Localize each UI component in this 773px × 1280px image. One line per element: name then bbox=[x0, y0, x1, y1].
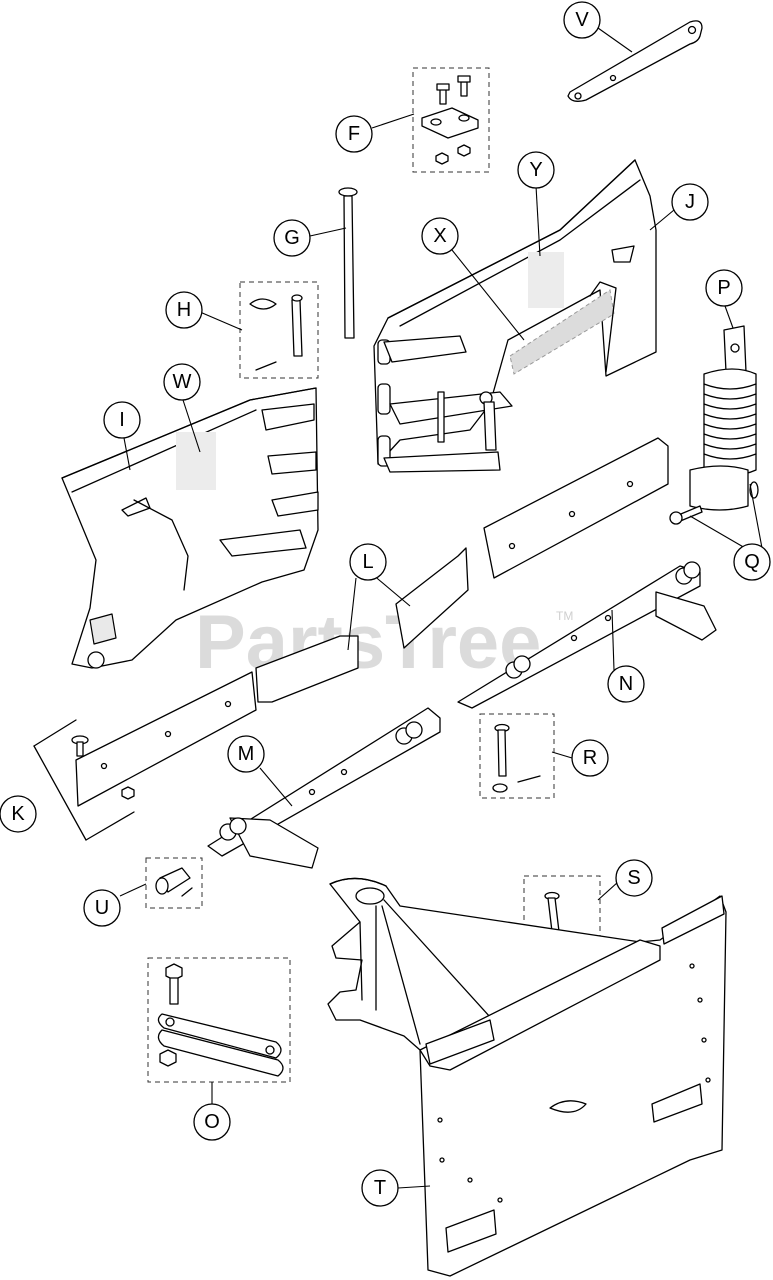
callout-u[interactable]: U bbox=[83, 889, 121, 927]
callout-w[interactable]: W bbox=[163, 363, 201, 401]
callout-label: S bbox=[627, 867, 640, 889]
callout-n[interactable]: N bbox=[607, 665, 645, 703]
callout-k[interactable]: K bbox=[0, 795, 37, 833]
callout-i[interactable]: I bbox=[103, 401, 141, 439]
part-v-link-bar[interactable] bbox=[567, 20, 703, 102]
part-f-hardware-kit[interactable] bbox=[412, 67, 490, 173]
callout-leaders bbox=[119, 27, 763, 1189]
part-m-push-arm-left[interactable] bbox=[207, 707, 441, 869]
callout-g[interactable]: G bbox=[273, 219, 311, 257]
callout-v[interactable]: V bbox=[563, 1, 601, 39]
callout-label: G bbox=[284, 227, 300, 249]
callout-y[interactable]: Y bbox=[517, 151, 555, 189]
callout-label: Y bbox=[529, 159, 542, 181]
callout-label: U bbox=[95, 897, 109, 919]
watermark-text: PartsTree bbox=[195, 600, 541, 685]
callout-label: Q bbox=[744, 551, 760, 573]
callout-label: V bbox=[575, 9, 589, 31]
callout-o[interactable]: O bbox=[193, 1103, 231, 1141]
part-n-push-arm-right[interactable] bbox=[457, 561, 717, 709]
callout-label: O bbox=[204, 1111, 220, 1133]
part-t-mount-frame[interactable] bbox=[327, 877, 727, 1277]
part-r-pin-kit[interactable] bbox=[479, 713, 555, 799]
callout-label: K bbox=[11, 803, 25, 825]
callout-label: J bbox=[685, 191, 695, 213]
callout-label: M bbox=[238, 743, 255, 765]
callout-label: L bbox=[362, 551, 373, 573]
callout-t[interactable]: T bbox=[361, 1169, 399, 1207]
callout-q[interactable]: Q bbox=[733, 543, 771, 581]
watermark: PartsTree TM bbox=[195, 600, 573, 685]
callout-s[interactable]: S bbox=[615, 859, 653, 897]
part-o-lift-link-kit[interactable] bbox=[147, 957, 291, 1083]
callout-p[interactable]: P bbox=[705, 269, 743, 307]
callout-f[interactable]: F bbox=[335, 115, 373, 153]
part-g-long-pin[interactable] bbox=[338, 187, 358, 339]
callout-label: T bbox=[374, 1177, 386, 1199]
part-p-spring-assembly[interactable] bbox=[689, 325, 757, 511]
callout-m[interactable]: M bbox=[227, 735, 265, 773]
callout-label: P bbox=[717, 277, 730, 299]
callout-r[interactable]: R bbox=[571, 739, 609, 777]
part-k-lower-edge[interactable] bbox=[33, 671, 257, 841]
callout-j[interactable]: J bbox=[671, 183, 709, 221]
callout-label: H bbox=[177, 299, 191, 321]
part-q-bolt-and-nut[interactable] bbox=[669, 481, 759, 525]
part-moldboard-upper-assembly[interactable] bbox=[373, 159, 657, 473]
callout-label: W bbox=[173, 371, 192, 393]
part-moldboard-left-assembly[interactable] bbox=[61, 387, 319, 669]
callout-label: F bbox=[348, 123, 360, 145]
callout-x[interactable]: X bbox=[421, 217, 459, 255]
watermark-tm: TM bbox=[556, 609, 573, 623]
callout-label: I bbox=[119, 409, 125, 431]
callout-label: N bbox=[619, 673, 633, 695]
part-u-clevis-pin-kit[interactable] bbox=[145, 857, 203, 909]
callout-h[interactable]: H bbox=[165, 291, 203, 329]
part-l-cutting-edge-sections[interactable] bbox=[255, 437, 669, 703]
part-h-pin-kit[interactable] bbox=[239, 281, 319, 379]
callout-label: X bbox=[433, 225, 446, 247]
callout-label: R bbox=[583, 747, 597, 769]
callout-l[interactable]: L bbox=[349, 543, 387, 581]
